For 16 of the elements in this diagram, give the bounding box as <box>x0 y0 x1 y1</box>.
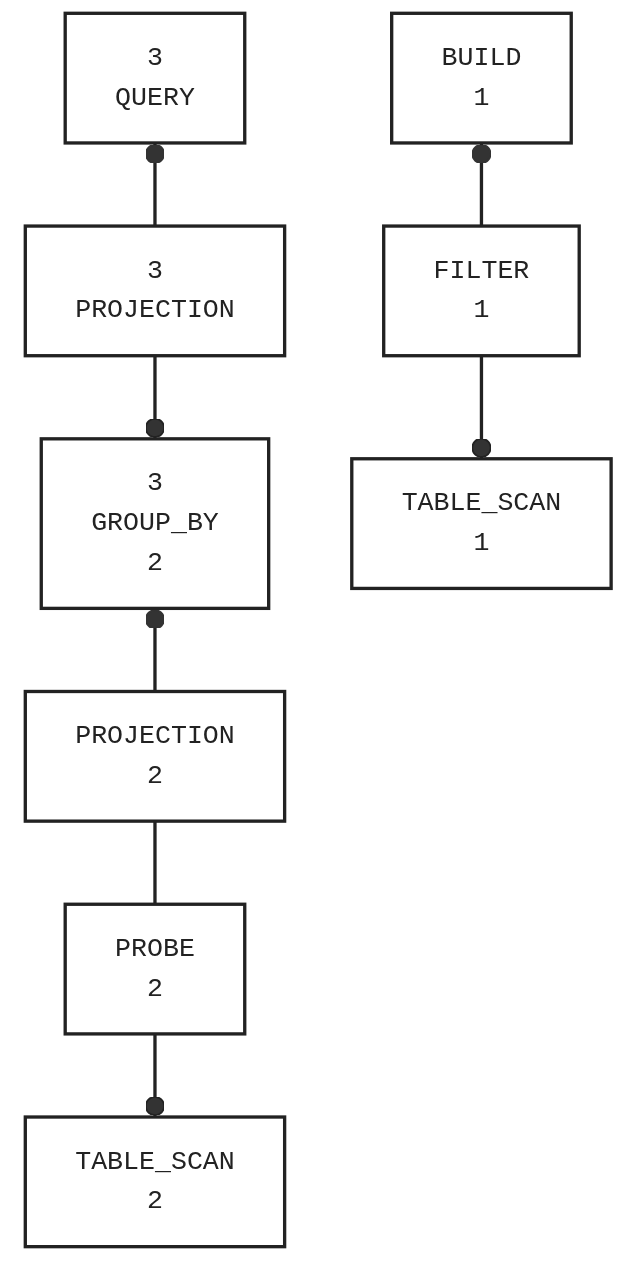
node-box: PROBE 2 <box>63 902 247 1036</box>
node-box: FILTER 1 <box>382 224 582 358</box>
node-box: TABLE_SCAN 2 <box>23 1115 287 1249</box>
node-box: PROJECTION 2 <box>23 689 287 823</box>
connector <box>145 1033 166 1117</box>
node-box: TABLE_SCAN 1 <box>350 457 614 591</box>
connector <box>145 608 166 692</box>
connector <box>471 142 492 227</box>
node-box: 3 PROJECTION <box>23 224 287 358</box>
connector <box>145 142 166 227</box>
node-box: 3 QUERY <box>63 11 247 145</box>
connector <box>471 355 492 459</box>
connector <box>153 821 157 905</box>
node-box: 3 GROUP_BY 2 <box>39 437 271 611</box>
connector <box>145 355 166 439</box>
node-box: BUILD 1 <box>390 11 574 145</box>
